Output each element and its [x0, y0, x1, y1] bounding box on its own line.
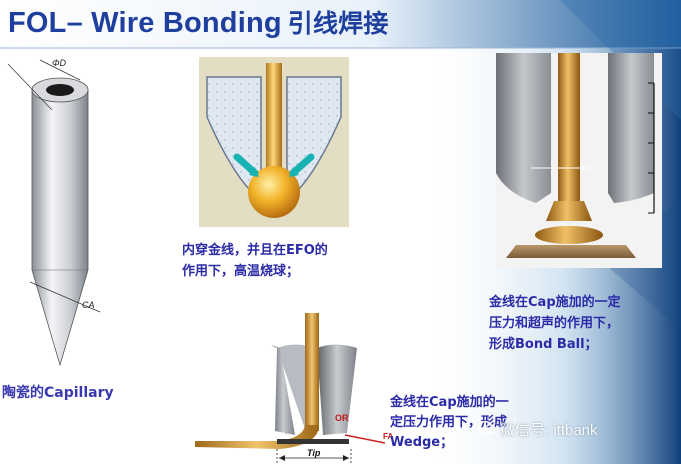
capillary-top-label: ΦD	[52, 58, 67, 68]
capillary-label: 陶瓷的Capillary	[2, 385, 114, 401]
watermark-text: 微信号: ittbank	[500, 422, 598, 439]
bond-ball-image	[496, 53, 662, 268]
title-chinese: 引线焊接	[287, 9, 389, 38]
step2-caption-line3: 形成Bond Ball；	[489, 337, 598, 352]
step1-caption: 内穿金线，并且在EFO的 作用下，高温烧球；	[182, 240, 328, 282]
capillary-side-label: CA	[82, 300, 95, 310]
fa-label: FA	[383, 432, 393, 441]
step3-caption: 金线在Cap施加的一 定压力作用下，形成 Wedge；	[390, 393, 509, 453]
title-main: FOL– Wire Bonding	[8, 7, 282, 39]
watermark: 微信号: ittbank	[477, 419, 678, 441]
step1-caption-line1: 内穿金线，并且在EFO的	[182, 243, 328, 258]
wechat-icon	[477, 420, 496, 439]
step2-caption-line1: 金线在Cap施加的一定	[489, 295, 621, 310]
step1-caption-line2: 作用下，高温烧球；	[182, 264, 300, 279]
efo-ball-image	[199, 57, 349, 227]
step3-caption-line3: Wedge；	[390, 435, 454, 450]
step3-caption-line2: 定压力作用下，形成	[390, 415, 508, 430]
step2-caption-line2: 压力和超声的作用下，	[489, 316, 620, 331]
step2-caption: 金线在Cap施加的一定 压力和超声的作用下， 形成Bond Ball；	[489, 292, 621, 355]
or-label: OR	[335, 413, 349, 423]
wedge-bond-diagram: OR FA Tip	[195, 313, 393, 463]
tip-label: Tip	[307, 448, 321, 458]
capillary-diagram: ΦD CA	[7, 58, 101, 367]
step3-caption-line1: 金线在Cap施加的一	[390, 395, 509, 410]
